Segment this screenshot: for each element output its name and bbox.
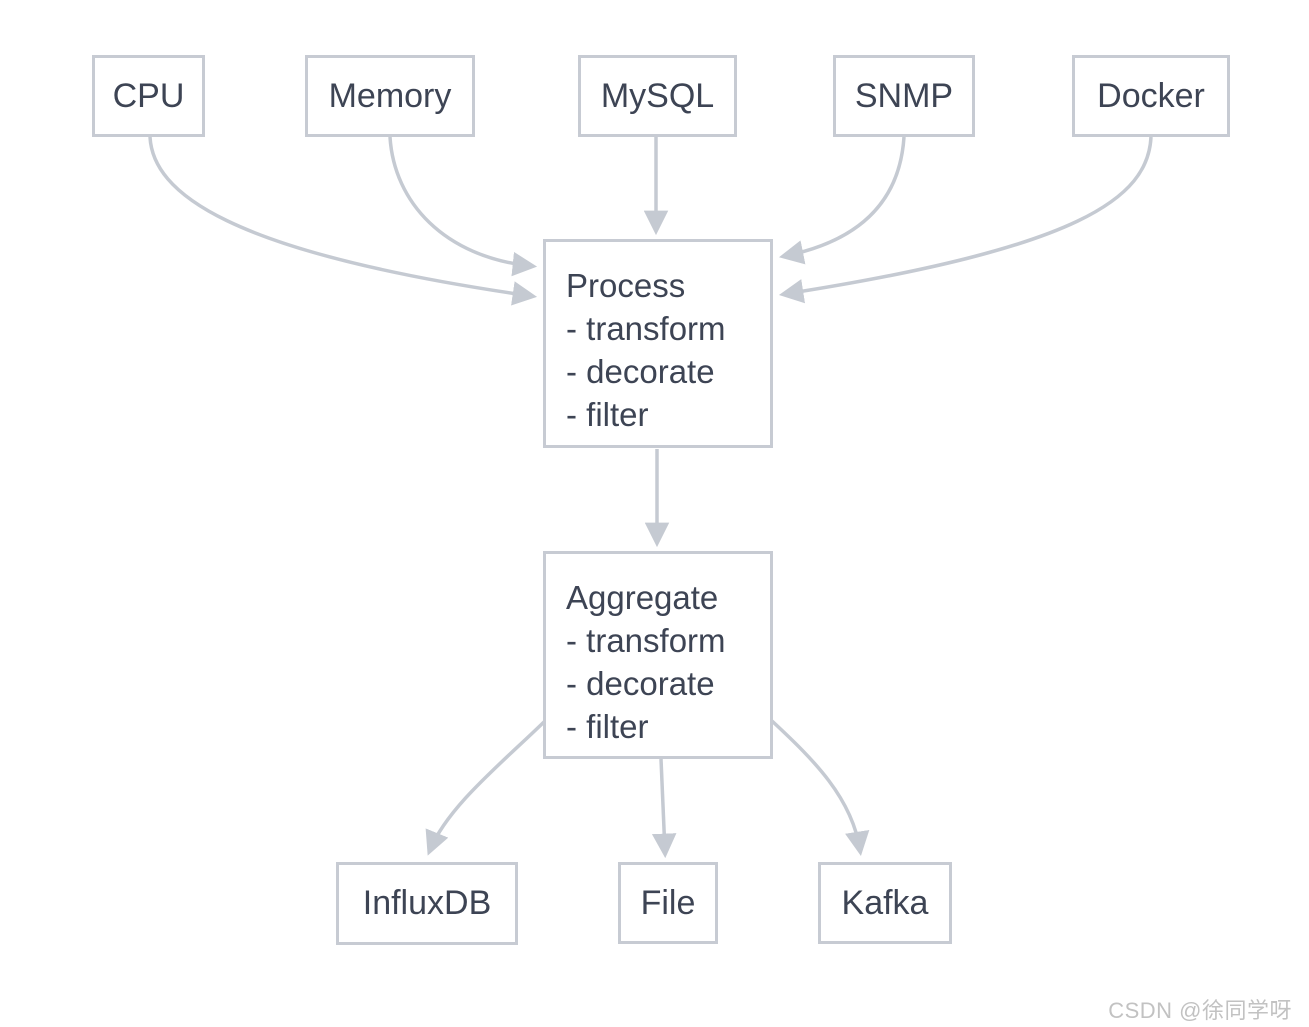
node-docker-label: Docker — [1097, 76, 1205, 115]
node-mysql: MySQL — [578, 55, 737, 137]
node-process-title: Process — [566, 267, 686, 304]
node-kafka: Kafka — [818, 862, 952, 944]
node-file-label: File — [640, 883, 696, 922]
node-kafka-label: Kafka — [841, 883, 929, 922]
edge-docker-process — [778, 136, 1153, 304]
edge-memory-process — [388, 136, 538, 277]
edge-cpu-process — [148, 136, 538, 306]
node-process-item: - transform — [566, 310, 726, 347]
node-aggregate: Aggregate - transform - decorate - filte… — [543, 551, 773, 759]
node-snmp: SNMP — [833, 55, 975, 137]
edge-aggregate-influxdb — [425, 719, 547, 856]
edge-aggregate-kafka — [770, 719, 870, 857]
edge-snmp-process — [778, 136, 906, 265]
node-cpu: CPU — [92, 55, 205, 137]
node-mysql-label: MySQL — [600, 76, 715, 115]
node-file: File — [618, 862, 718, 944]
node-snmp-label: SNMP — [854, 76, 954, 115]
node-process-item: - filter — [566, 396, 649, 433]
node-cpu-label: CPU — [112, 76, 185, 115]
node-process-item: - decorate — [566, 353, 715, 390]
node-aggregate-item: - transform — [566, 622, 726, 659]
node-aggregate-title: Aggregate — [566, 579, 719, 616]
csdn-watermark: CSDN @徐同学呀 — [1108, 998, 1292, 1023]
node-aggregate-item: - decorate — [566, 665, 715, 702]
node-influxdb-label: InfluxDB — [362, 884, 492, 922]
node-memory: Memory — [305, 55, 475, 137]
node-aggregate-item: - filter — [566, 708, 649, 745]
node-docker: Docker — [1072, 55, 1230, 137]
edge-aggregate-file — [651, 758, 677, 859]
node-memory-label: Memory — [328, 76, 452, 115]
node-influxdb: InfluxDB — [336, 862, 518, 945]
node-process: Process - transform - decorate - filter — [543, 239, 773, 448]
